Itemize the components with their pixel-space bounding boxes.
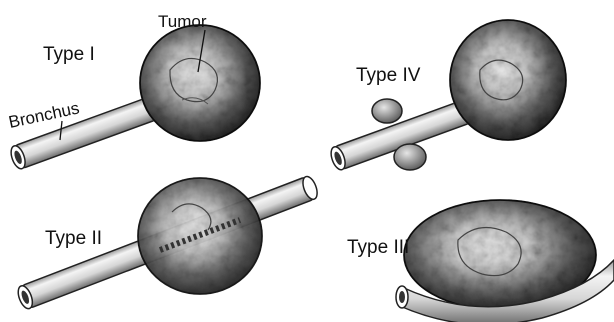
type-1-label: Type I xyxy=(43,44,95,65)
type-4-label: Type IV xyxy=(356,65,421,86)
type-1-bronchus xyxy=(8,95,163,171)
type-2-label: Type II xyxy=(45,228,102,249)
type-2-figure: Type II xyxy=(15,175,320,311)
type-4-node-lower xyxy=(394,144,426,170)
type-2-tumor xyxy=(138,178,262,294)
type-4-figure: Type IV xyxy=(328,20,566,172)
type-1-figure: Tumor Bronchus Type I xyxy=(7,12,260,171)
type-4-tumor xyxy=(450,20,566,140)
tumor-label: Tumor xyxy=(158,12,207,31)
type-1-tumor xyxy=(140,25,260,141)
type-3-label: Type III xyxy=(347,237,409,258)
type-4-node-upper xyxy=(372,99,402,123)
type-3-figure: Type III xyxy=(347,200,614,322)
